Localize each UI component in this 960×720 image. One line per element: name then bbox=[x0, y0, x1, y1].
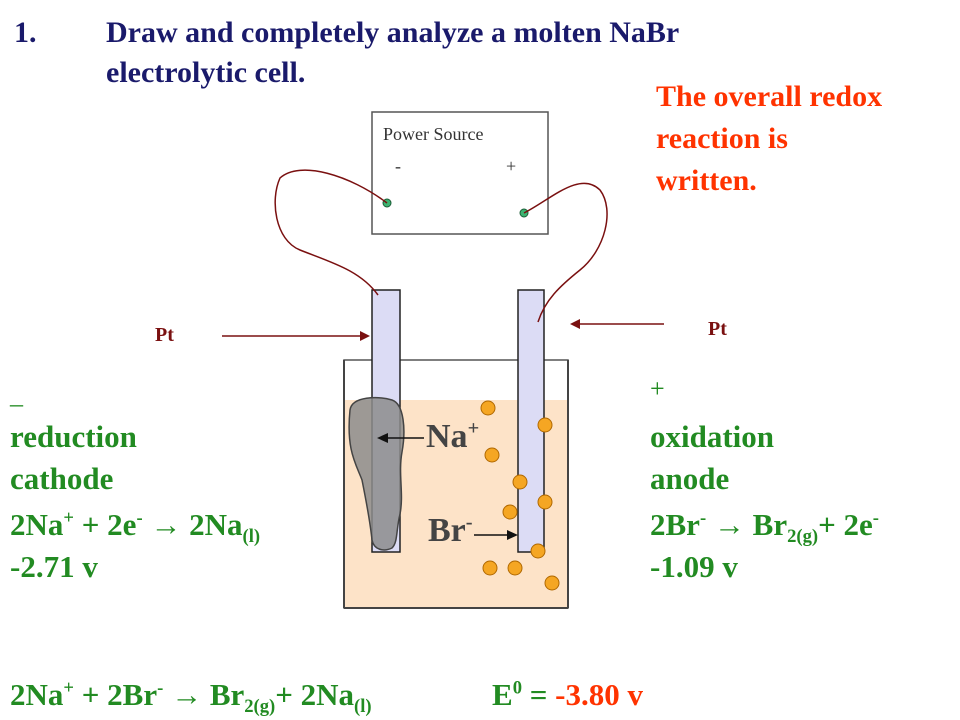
right-pt-label: Pt bbox=[708, 318, 727, 340]
overall-equation: 2Na+ + 2Br- → Br2(g)+ 2Na(l) bbox=[10, 677, 372, 718]
sodium-deposit bbox=[348, 396, 405, 551]
note-line2: reaction is bbox=[656, 122, 788, 155]
power-source-plus: + bbox=[506, 156, 517, 176]
note-line3: written. bbox=[656, 164, 757, 197]
cathode-name: cathode bbox=[10, 461, 114, 496]
power-source-box bbox=[371, 111, 549, 235]
cathode-sign: _ bbox=[10, 380, 23, 409]
anode-name: anode bbox=[650, 461, 730, 496]
note-line1: The overall redox bbox=[656, 80, 883, 113]
bromine-bubbles bbox=[480, 400, 560, 591]
standard-potential: E0 = -3.80 v bbox=[492, 677, 643, 712]
power-source-minus: - bbox=[395, 156, 401, 176]
problem-title-line2: electrolytic cell. bbox=[106, 56, 306, 89]
power-source-label: Power Source bbox=[383, 124, 484, 144]
anode-equation: 2Br- → Br2(g)+ 2e- bbox=[650, 507, 879, 548]
cathode-potential: -2.71 v bbox=[10, 549, 98, 584]
anion-label: Br- bbox=[428, 511, 473, 549]
left-wire bbox=[274, 169, 388, 296]
left-pt-label: Pt bbox=[155, 324, 174, 346]
cathode-process: reduction bbox=[10, 419, 137, 454]
problem-title-line1: Draw and completely analyze a molten NaB… bbox=[106, 16, 680, 49]
cation-label: Na+ bbox=[426, 417, 480, 455]
anode-sign: + bbox=[650, 374, 665, 403]
problem-number: 1. bbox=[14, 16, 37, 49]
anode-process: oxidation bbox=[650, 419, 775, 454]
right-wire bbox=[523, 182, 608, 323]
anode-potential: -1.09 v bbox=[650, 549, 738, 584]
cathode-equation: 2Na+ + 2e- → 2Na(l) bbox=[10, 507, 261, 548]
